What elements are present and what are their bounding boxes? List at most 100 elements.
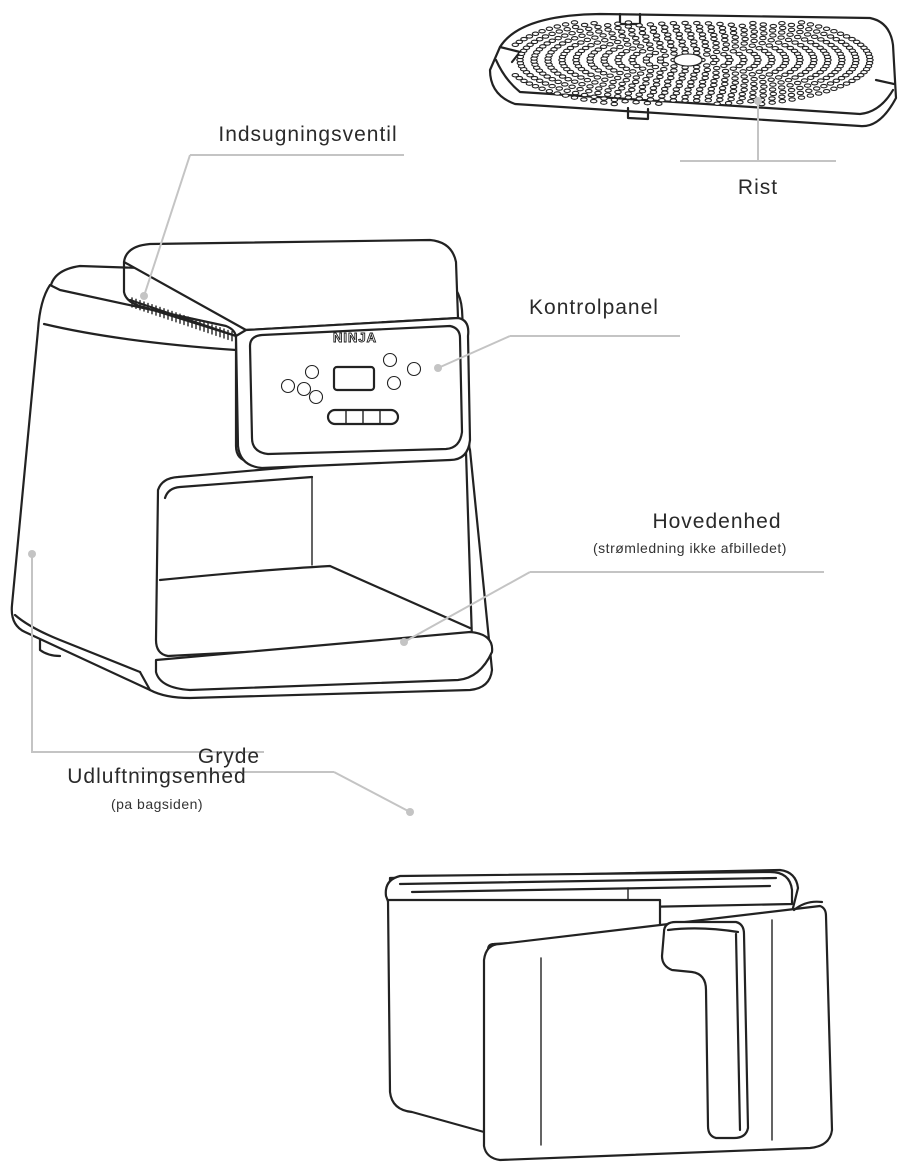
- crisper-hole: [711, 33, 717, 36]
- crisper-hole: [594, 41, 600, 44]
- crisper-hole: [564, 89, 570, 92]
- crisper-hole: [807, 94, 813, 97]
- crisper-hole: [732, 72, 738, 75]
- crisper-hole: [625, 25, 631, 28]
- crisper-hole: [549, 39, 555, 42]
- crisper-hole: [705, 22, 711, 25]
- crisper-hole: [725, 101, 731, 104]
- crisper-hole: [798, 21, 804, 24]
- crisper-hole: [750, 21, 756, 24]
- crisper-hole: [583, 46, 589, 49]
- crisper-hole: [619, 30, 625, 33]
- crisper-hole: [572, 44, 578, 47]
- crisper-hole: [749, 44, 755, 47]
- crisper-hole: [623, 50, 629, 53]
- crisper-hole: [697, 29, 703, 32]
- crisper-hole: [730, 89, 736, 92]
- crisper-hole: [761, 85, 767, 88]
- crisper-hole: [594, 76, 600, 79]
- crisper-hole: [572, 37, 578, 40]
- crisper-hole: [622, 100, 628, 103]
- crisper-hole: [639, 85, 645, 88]
- crisper-hole: [766, 73, 772, 76]
- crisper-hole: [615, 95, 621, 98]
- crisper-hole: [668, 44, 674, 47]
- crisper-hole: [592, 36, 598, 39]
- crisper-hole: [605, 28, 611, 31]
- crisper-hole: [512, 74, 518, 77]
- crisper-hole: [779, 95, 785, 98]
- crisper-hole: [569, 32, 575, 35]
- crisper-hole: [814, 30, 820, 33]
- crisper-hole: [647, 47, 653, 50]
- crisper-hole: [704, 53, 710, 56]
- crisper-hole: [711, 79, 717, 82]
- crisper-hole: [532, 32, 538, 35]
- crisper-hole: [549, 32, 555, 35]
- crisper-hole: [787, 33, 793, 36]
- crisper-hole: [595, 48, 601, 51]
- crisper-hole: [782, 73, 788, 76]
- crisper-hole: [637, 45, 643, 48]
- kontrolpanel-leader: [434, 336, 680, 372]
- crisper-hole: [810, 55, 816, 58]
- crisper-hole: [705, 95, 711, 98]
- crisper-hole: [739, 96, 745, 99]
- crisper-hole: [682, 47, 688, 50]
- crisper-hole: [526, 82, 532, 85]
- crisper-hole: [741, 42, 747, 45]
- crisper-hole: [579, 83, 585, 86]
- crisper-hole: [591, 99, 597, 102]
- crisper-hole: [619, 82, 625, 85]
- crisper-hole: [750, 26, 756, 29]
- crisper-hole: [685, 92, 691, 95]
- crisper-hole: [653, 79, 659, 82]
- crisper-hole: [581, 93, 587, 96]
- crisper-hole: [537, 38, 543, 41]
- crisper-hole: [708, 91, 714, 94]
- crisper-hole: [673, 88, 679, 91]
- crisper-hole: [779, 22, 785, 25]
- crisper-hole: [650, 30, 656, 33]
- crisper-hole: [625, 96, 631, 99]
- crisper-hole: [785, 38, 791, 41]
- crisper-hole: [751, 77, 757, 80]
- crisper-hole: [801, 38, 807, 41]
- crisper-hole: [833, 79, 839, 82]
- crisper-hole: [588, 73, 594, 76]
- crisper-hole: [610, 80, 616, 83]
- crisper-hole: [748, 100, 754, 103]
- crisper-hole: [717, 98, 723, 101]
- crisper-hole: [682, 21, 688, 24]
- crisper-hole: [732, 81, 738, 84]
- crisper-hole: [605, 93, 611, 96]
- crisper-hole: [814, 87, 820, 90]
- crisper-hole: [751, 30, 757, 33]
- crisper-hole: [713, 71, 719, 74]
- crisper-hole: [601, 97, 607, 100]
- crisper-hole: [699, 84, 705, 87]
- crisper-hole: [630, 47, 636, 50]
- crisper-hole: [662, 87, 668, 90]
- crisper-hole: [740, 55, 746, 58]
- crisper-hole: [751, 39, 757, 42]
- crisper-hole: [673, 29, 679, 32]
- crisper-hole: [837, 85, 843, 88]
- crisper-hole: [619, 34, 625, 37]
- crisper-hole: [554, 25, 560, 28]
- crisper-hole: [584, 38, 590, 41]
- crisper-hole: [647, 23, 653, 26]
- crisper-hole: [702, 40, 708, 43]
- crisper-hole: [670, 95, 676, 98]
- crisper-hole: [778, 36, 784, 39]
- crisper-hole: [609, 32, 615, 35]
- crisper-hole: [636, 97, 642, 100]
- basket: [386, 870, 832, 1160]
- crisper-hole: [775, 41, 781, 44]
- crisper-hole: [661, 67, 667, 70]
- crisper-hole: [643, 39, 649, 42]
- crisper-hole: [600, 72, 606, 75]
- crisper-hole: [789, 98, 795, 101]
- crisper-hole: [555, 80, 561, 83]
- crisper-hole: [685, 29, 691, 32]
